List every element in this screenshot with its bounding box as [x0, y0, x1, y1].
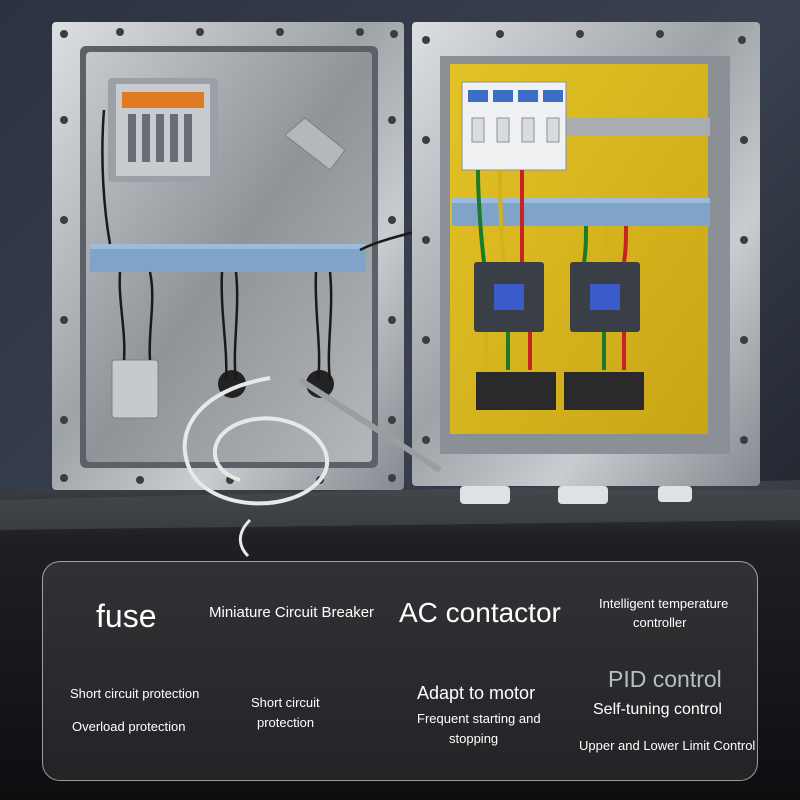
- thermocouple-probe: [182, 376, 442, 558]
- enclosure-box: [412, 22, 760, 504]
- self-tuning-label: Self-tuning control: [593, 701, 722, 718]
- contactor-feature-1: Frequent starting and: [417, 711, 541, 726]
- fuse-feature-2: Overload protection: [72, 719, 186, 734]
- contactor-title: AC contactor: [399, 597, 561, 628]
- contactor-feature-2: stopping: [449, 731, 499, 746]
- temperature-controller-title-line1: Intelligent temperature: [599, 596, 729, 611]
- limit-control-label: Upper and Lower Limit Control: [579, 738, 756, 753]
- feature-panel: [42, 561, 758, 781]
- mcb-title: Miniature Circuit Breaker: [209, 604, 375, 621]
- contactor-subtitle: Adapt to motor: [417, 683, 536, 703]
- mcb-feature-1: Short circuit: [251, 695, 320, 710]
- temperature-controller-title-line2: controller: [633, 615, 687, 630]
- fuse-title: fuse: [96, 598, 157, 634]
- enclosure-door: [52, 22, 441, 490]
- fuse-feature-1: Short circuit protection: [70, 686, 200, 701]
- pid-control-label: PID control: [608, 666, 722, 692]
- mcb-feature-2: protection: [257, 715, 315, 730]
